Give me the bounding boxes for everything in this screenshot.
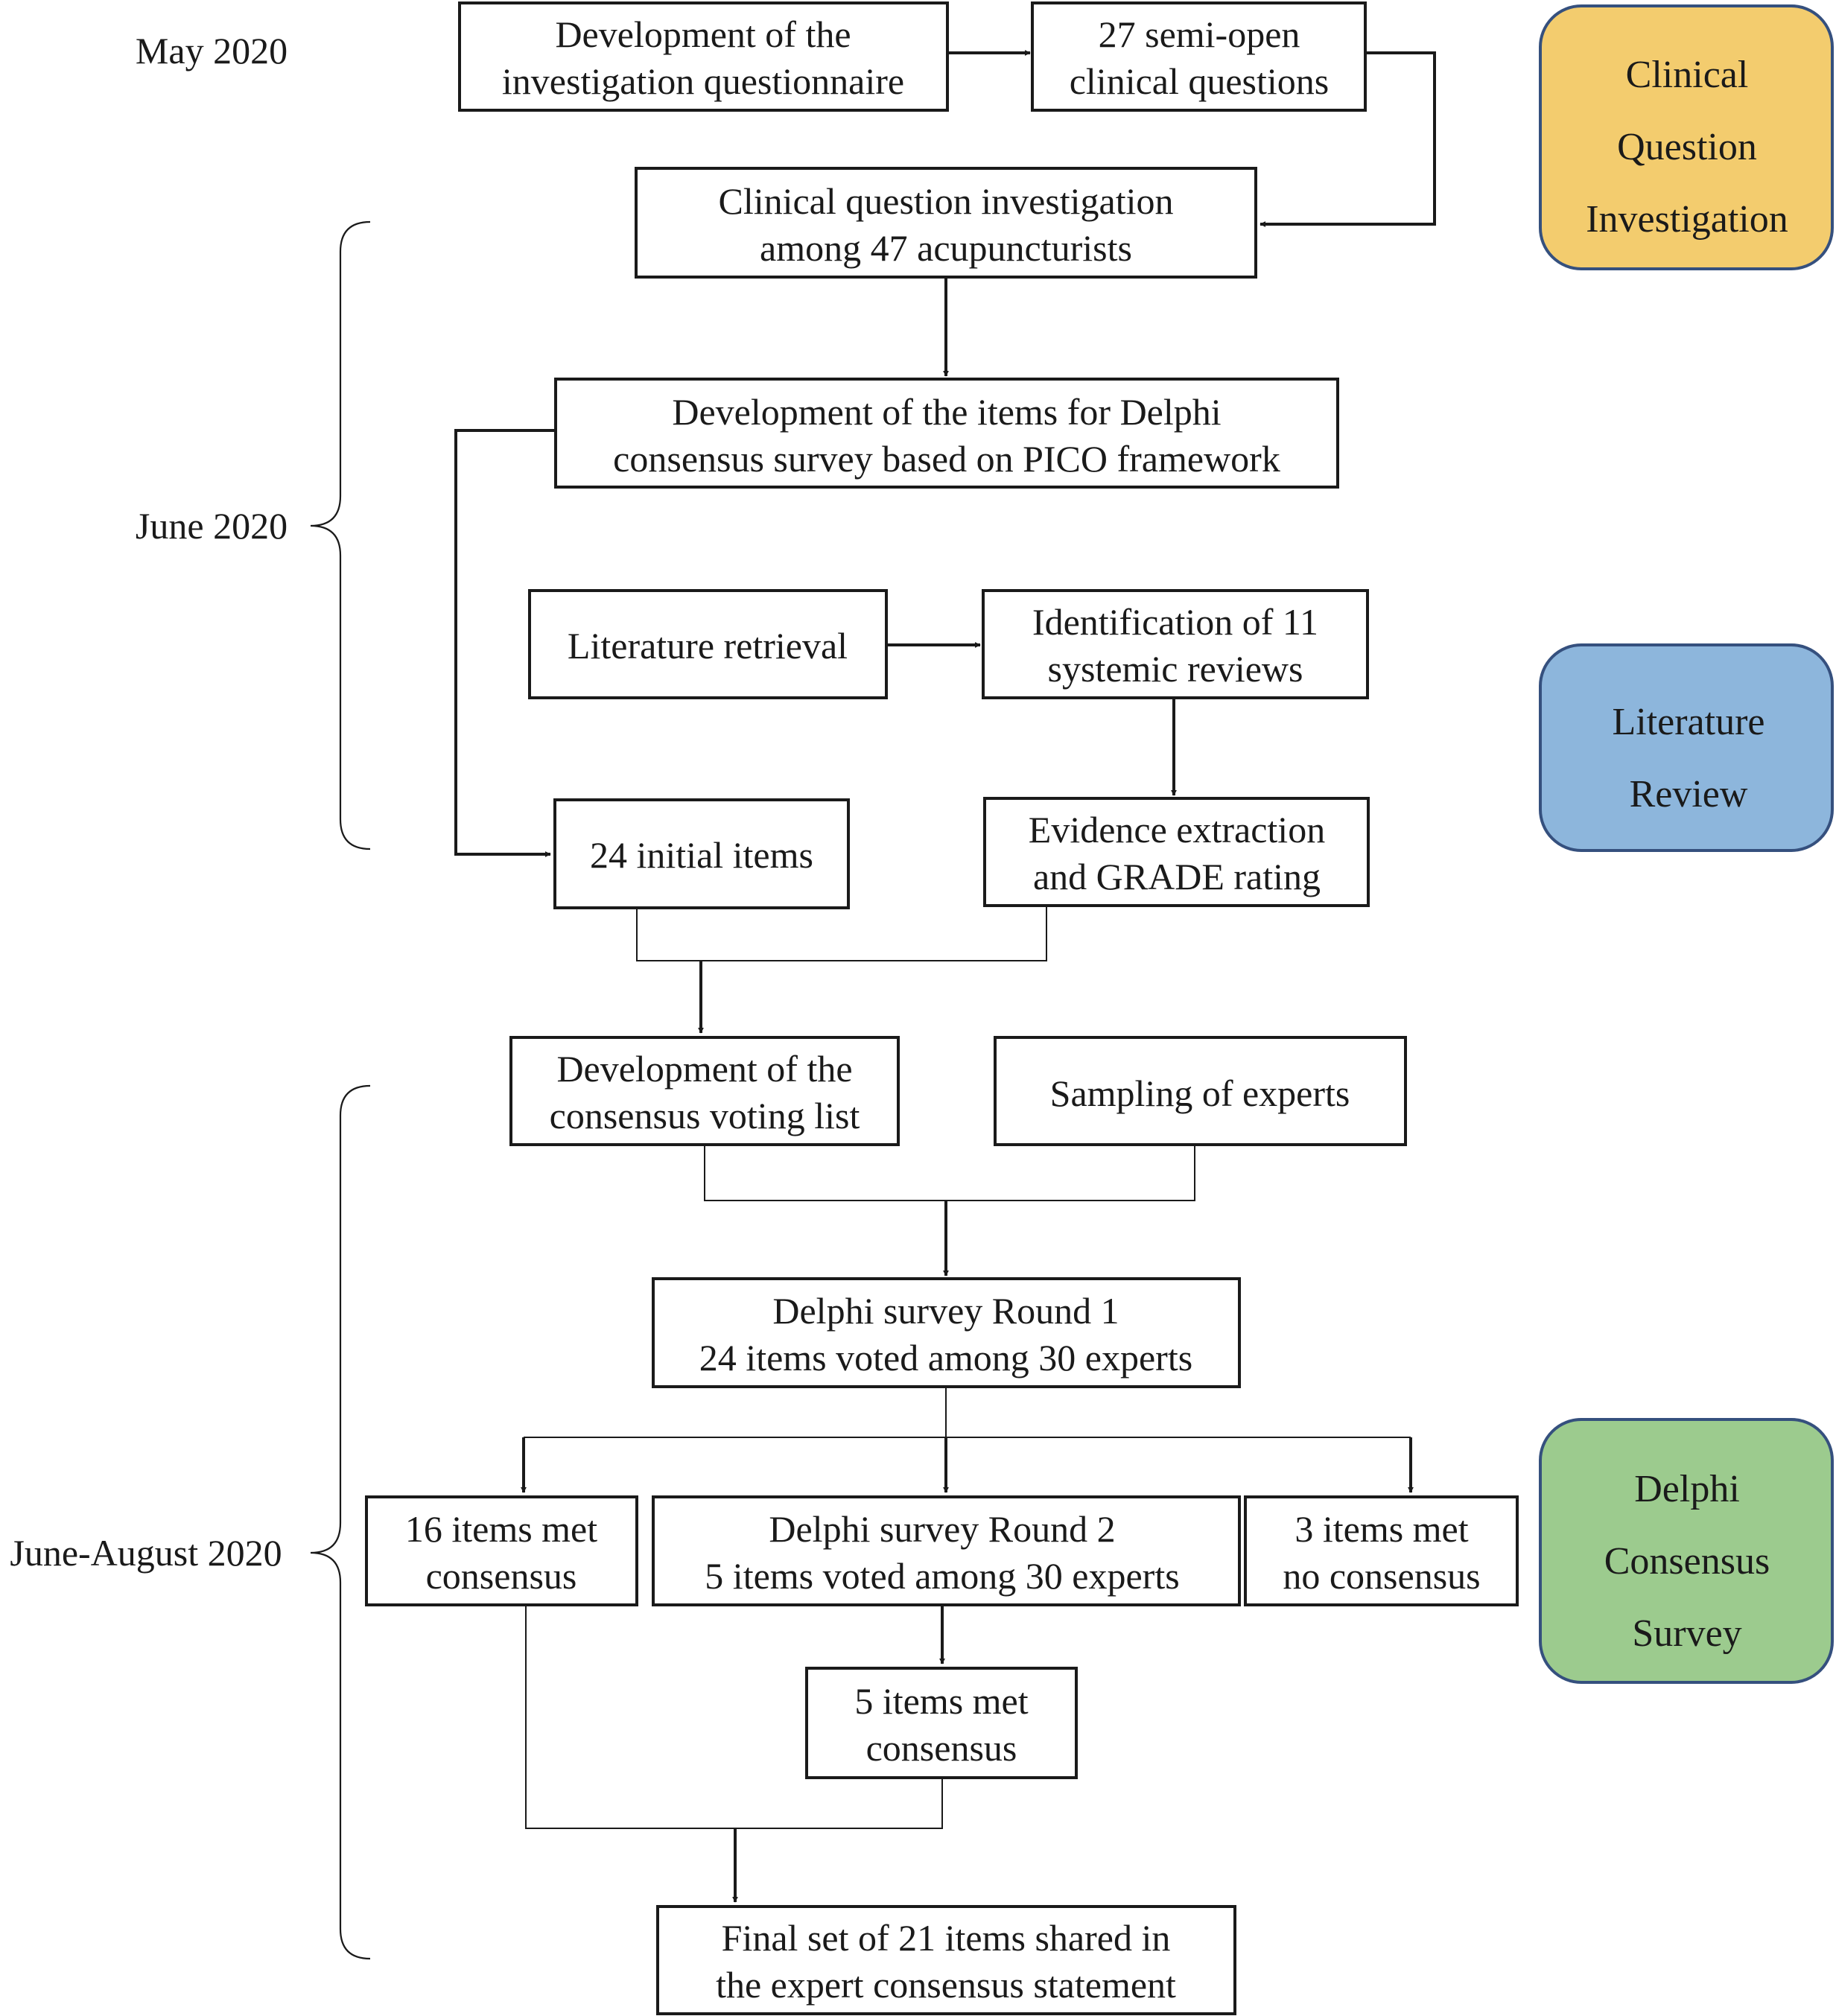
- date-june-august-2020: June-August 2020: [10, 1532, 282, 1574]
- svg-text:Delphi survey Round 124 items: Delphi survey Round 124 items voted amon…: [699, 1290, 1192, 1379]
- june-brace: [310, 220, 371, 850]
- arrow-items-to-initial: [454, 429, 556, 857]
- merge-initial-evidence: [636, 906, 1047, 961]
- date-may-2020: May 2020: [136, 30, 288, 71]
- box-sampling-experts: Sampling of experts: [994, 1036, 1407, 1146]
- june-august-brace: [310, 1084, 371, 1960]
- date-june-2020: June 2020: [136, 505, 288, 547]
- box-literature-retrieval: Literature retrieval: [528, 589, 888, 699]
- box-initial-items: 24 initial items: [553, 798, 850, 909]
- phase-clinical-badge: [1539, 4, 1834, 270]
- connectors: [454, 50, 1436, 1903]
- svg-text:Development of the items for D: Development of the items for Delphiconse…: [613, 391, 1280, 480]
- phase-delphi-badge: [1539, 1418, 1834, 1684]
- svg-text:Sampling of experts: Sampling of experts: [1050, 1072, 1350, 1114]
- svg-text:Delphi survey Round 25 items v: Delphi survey Round 25 items voted among…: [705, 1508, 1179, 1597]
- svg-text:Literature retrieval: Literature retrieval: [568, 625, 848, 667]
- arrow-questions-to-investigation: [1260, 51, 1436, 227]
- svg-text:24 initial items: 24 initial items: [590, 834, 813, 876]
- phase-literature-badge: [1539, 643, 1834, 852]
- merge-voting-sampling: [704, 1145, 1195, 1201]
